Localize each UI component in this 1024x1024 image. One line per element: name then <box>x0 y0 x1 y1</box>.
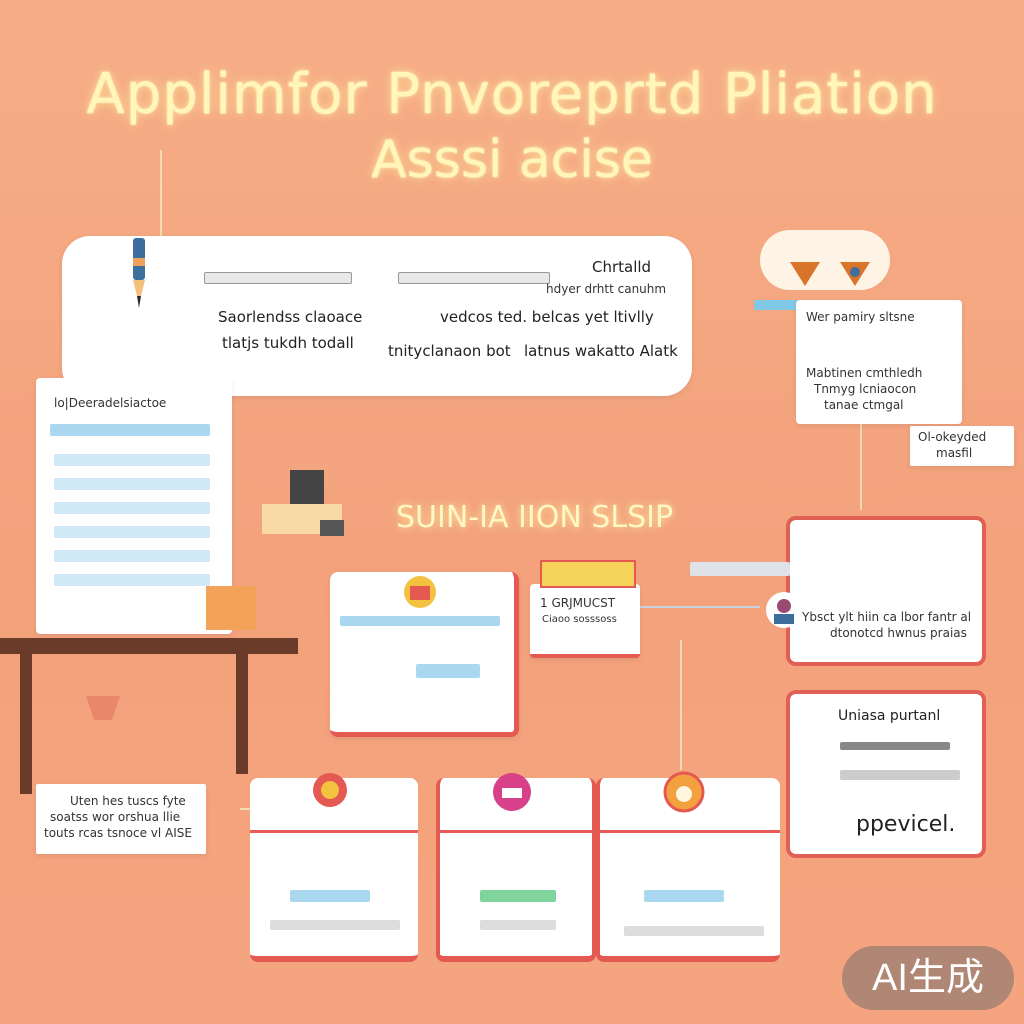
section-label: SUIN-IA IION SLSIP <box>396 500 674 535</box>
badge-icon <box>540 560 636 588</box>
side-tag: Ol-okeyded masfil <box>910 426 1014 466</box>
desk-illustration <box>0 470 350 805</box>
card-bar <box>644 890 724 902</box>
panel-subtext-middle: tnityclanaon bot <box>388 342 511 360</box>
document-line <box>50 424 210 436</box>
header-bar <box>204 272 352 284</box>
document-line <box>54 478 210 490</box>
document-header: lo|Deeradelsiactoe <box>54 396 167 410</box>
document-line <box>54 526 210 538</box>
card-stripe <box>600 830 780 833</box>
left-note-line1: Uten hes tuscs fyte <box>70 794 186 808</box>
pen-icon <box>128 238 150 308</box>
panel-subtext-middle-2: latnus wakatto Alatk <box>524 342 678 360</box>
person-icon <box>764 590 804 635</box>
document-line <box>54 574 210 586</box>
step-icon <box>662 770 706 819</box>
panel-header-middle: vedcos ted. belcas yet ltivlly <box>440 308 654 326</box>
connector-line <box>860 410 862 510</box>
panel-subtext-left: tlatjs tukdh todall <box>222 334 354 352</box>
panel-top-right-label: Chrtalld <box>592 258 652 276</box>
card-bar <box>416 664 480 678</box>
card-bar <box>624 926 764 936</box>
document-line <box>54 454 210 466</box>
top-cloud-panel: Saorlendss claoace tlatjs tukdh todall v… <box>62 236 692 396</box>
card-bar <box>480 890 556 902</box>
panel-header-left: Saorlendss claoace <box>218 308 363 326</box>
card-bar <box>290 890 370 902</box>
document-line <box>54 550 210 562</box>
side-tag-line2: masfil <box>936 446 973 460</box>
status-card-line1: 1 GRJMUCST <box>540 596 616 610</box>
triangle-icon <box>790 262 870 299</box>
note-line: tanae ctmgal <box>824 398 904 412</box>
diagram-title-line1: Applimfor Pnvoreprtd Pliation <box>86 62 938 127</box>
card-bar <box>840 770 960 780</box>
document-sheet: lo|Deeradelsiactoe <box>36 378 232 634</box>
step-icon <box>310 770 350 815</box>
step-icon <box>490 770 534 819</box>
card-bar <box>480 920 556 930</box>
connector-line <box>160 150 162 260</box>
card-bar <box>840 742 950 750</box>
approval-title: Uniasa purtanl <box>838 708 941 724</box>
review-text: Ybsct ylt hiin ca lbor fantr al <box>802 610 972 624</box>
left-note-line2: soatss wor orshua llie <box>50 810 181 824</box>
left-note: Uten hes tuscs fyte soatss wor orshua ll… <box>36 784 206 854</box>
lock-icon <box>400 572 440 617</box>
note-line: Mabtinen cmthledh <box>806 366 923 380</box>
connector-arrow <box>640 606 760 608</box>
step-card <box>250 778 418 962</box>
arrow-bar <box>690 562 790 576</box>
status-card: 1 GRJMUCST Ciaoo sosssoss <box>530 584 640 658</box>
approval-card: Uniasa purtanl ppevicel. <box>786 690 986 858</box>
note-line: Wer pamiry sltsne <box>806 310 915 324</box>
card-bar <box>340 616 500 626</box>
status-card-line2: Ciaoo sosssoss <box>542 614 617 625</box>
approval-footer: ppevicel. <box>856 812 956 837</box>
ai-generated-watermark: AI生成 <box>842 946 1014 1010</box>
card-bar <box>270 920 400 930</box>
review-card: Ybsct ylt hiin ca lbor fantr al dtonotcd… <box>786 516 986 666</box>
note-line: Tnmyg lcniaocon <box>814 382 917 396</box>
right-cloud <box>760 230 890 290</box>
connector-line <box>680 640 682 770</box>
header-bar <box>398 272 550 284</box>
left-note-line3: touts rcas tsnoce vl AISE <box>44 826 193 840</box>
card-stripe <box>250 830 418 833</box>
document-line <box>54 502 210 514</box>
diagram-title-line2: Asssi acise <box>371 130 653 190</box>
panel-top-right-sub: hdyer drhtt canuhm <box>546 282 667 296</box>
review-sub: dtonotcd hwnus praias <box>830 626 967 640</box>
side-tag-line1: Ol-okeyded <box>918 430 987 444</box>
right-note-card: Wer pamiry sltsne Mabtinen cmthledh Tnmy… <box>796 300 962 424</box>
card-stripe <box>440 830 592 833</box>
